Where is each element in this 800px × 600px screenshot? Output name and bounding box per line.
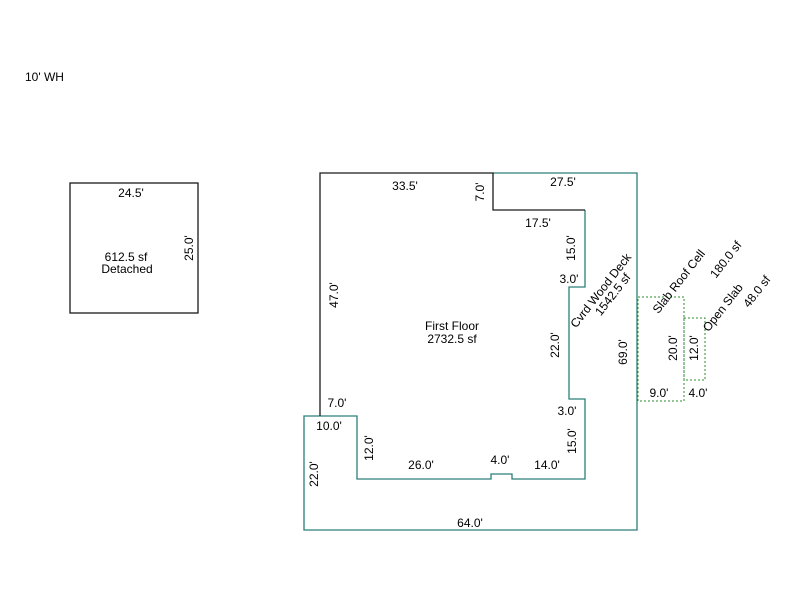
open-slab-outline (683, 317, 706, 381)
ff-dim-top: 33.5' (392, 179, 418, 193)
slab-roof-area: 180.0 sf (707, 238, 745, 281)
ff-dim-step-left: 7.0' (328, 396, 347, 410)
ff-dim-notch-v: 7.0' (473, 183, 487, 202)
ff-dim-left-lower: 12.0' (362, 435, 376, 461)
open-slab-area: 48.0 sf (740, 273, 774, 311)
ff-dim-right-lower: 15.0' (565, 428, 579, 454)
detached-label: Detached (101, 262, 152, 276)
slab-roof-dim-width: 9.0' (650, 386, 669, 400)
deck-dim-bottom: 64.0' (457, 516, 483, 530)
header-note: 10' WH (25, 70, 64, 84)
ff-dim-step-upper: 3.0' (560, 272, 579, 286)
detached-dim-right: 25.0' (182, 235, 196, 261)
open-slab-label: Open Slab (700, 281, 746, 335)
ff-dim-bottom-right: 14.0' (534, 458, 560, 472)
deck-dim-right: 69.0' (616, 339, 630, 365)
ff-dim-left: 47.0' (327, 282, 341, 308)
ff-dim-notch-h: 17.5' (525, 216, 551, 230)
ff-dim-bottom-mid: 26.0' (408, 458, 434, 472)
ff-dim-right-upper: 15.0' (564, 235, 578, 261)
detached-outline (69, 182, 199, 314)
deck-inner-edge (320, 210, 586, 480)
slab-roof-outline (637, 296, 685, 402)
slab-roof-label: Slab Roof Cell (650, 247, 708, 316)
deck-dim-left-step: 10.0' (316, 419, 342, 433)
ff-dim-bump: 4.0' (491, 453, 510, 467)
open-slab-dim-height: 12.0' (687, 335, 701, 361)
deck-outline (303, 172, 638, 531)
deck-dim-top: 27.5' (550, 175, 576, 189)
slab-roof-dim-height: 20.0' (666, 335, 680, 361)
first-floor-label: First Floor (425, 319, 479, 333)
detached-area: 612.5 sf (105, 250, 148, 264)
ff-dim-right-mid: 22.0' (548, 332, 562, 358)
first-floor-area: 2732.5 sf (427, 332, 477, 346)
deck-dim-left: 22.0' (307, 461, 321, 487)
detached-dim-top: 24.5' (118, 186, 144, 200)
open-slab-dim-width: 4.0' (689, 386, 708, 400)
ff-dim-step-lower: 3.0' (558, 404, 577, 418)
first-floor-outline (319, 172, 585, 416)
